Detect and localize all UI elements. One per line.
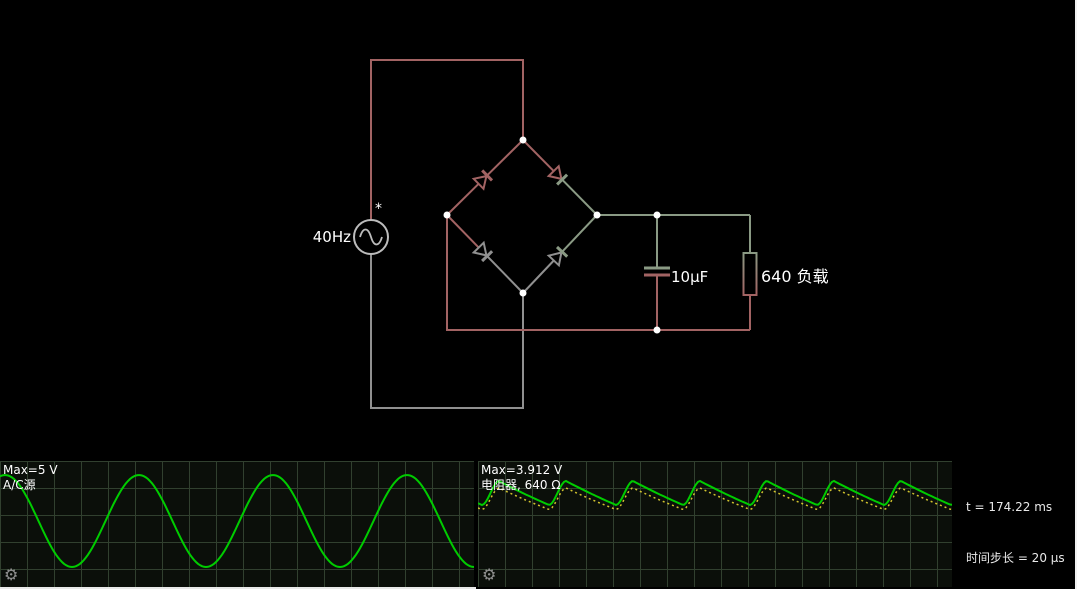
scope-settings-gear-icon[interactable]: ⚙ (4, 565, 19, 584)
scope-probe-marker: * (375, 201, 382, 217)
wire-dc-negative-rail[interactable] (446, 215, 750, 331)
simulation-status: t = 174.22 ms 时间步长 = 20 µs (966, 465, 1065, 589)
diode-triangle-icon (546, 251, 563, 268)
diode-cathode-lead[interactable] (486, 255, 524, 294)
diode-top-left[interactable] (446, 139, 524, 216)
ac-source-label: 40Hz (313, 228, 351, 246)
diode-anode-lead[interactable] (522, 139, 555, 172)
trace-resistor-voltage (478, 479, 952, 507)
simulation-timestep: 时间步长 = 20 µs (966, 551, 1065, 565)
scope-waveform-canvas (478, 479, 952, 511)
wire-ac-neutral[interactable] (370, 254, 524, 409)
simulation-time: t = 174.22 ms (966, 500, 1053, 514)
scope-max-label: Max=5 V (3, 463, 58, 477)
diode-bottom-left[interactable] (446, 214, 524, 294)
junction-dot (519, 289, 527, 297)
diode-anode-lead[interactable] (522, 259, 555, 294)
diode-anode-lead[interactable] (446, 214, 480, 249)
diode-bridge[interactable] (446, 139, 598, 294)
junction-dot (593, 211, 601, 219)
load-label: 640 负载 (761, 267, 829, 286)
diode-triangle-icon (471, 174, 488, 191)
scope-waveform-canvas (0, 474, 474, 569)
diode-triangle-icon (471, 240, 488, 257)
window-bottom-edge (0, 587, 476, 589)
junction-dot (519, 136, 527, 144)
capacitor-label: 10µF (671, 268, 708, 286)
wire-ac-hot[interactable] (370, 59, 524, 220)
junction-dot (443, 211, 451, 219)
scope-name-label: A/C源 (3, 478, 36, 492)
diode-top-right[interactable] (522, 139, 598, 216)
diode-anode-lead[interactable] (446, 183, 480, 216)
load-resistor-body[interactable] (742, 252, 758, 296)
diode-triangle-icon (546, 164, 563, 181)
load-resistor[interactable]: 640 负载 (742, 215, 829, 330)
sine-symbol-icon (359, 228, 383, 246)
trace-resistor-current (478, 487, 952, 511)
circuit-canvas[interactable]: 40Hz * (0, 0, 1077, 461)
junction-dot (653, 326, 661, 334)
diode-cathode-lead[interactable] (486, 139, 524, 177)
junction-dot (653, 211, 661, 219)
trace-ac-voltage (0, 474, 474, 569)
ac-source[interactable]: 40Hz * (313, 201, 389, 255)
scope-name-label: 电阻器, 640 Ω (481, 478, 561, 492)
window-right-edge (1075, 0, 1077, 589)
scope-settings-gear-icon[interactable]: ⚙ (482, 565, 497, 584)
diode-cathode-lead[interactable] (561, 214, 598, 253)
diode-bottom-right[interactable] (522, 214, 598, 294)
filter-capacitor[interactable]: 10µF (644, 215, 708, 330)
diode-cathode-lead[interactable] (561, 178, 598, 216)
scope-max-label: Max=3.912 V (481, 463, 563, 477)
